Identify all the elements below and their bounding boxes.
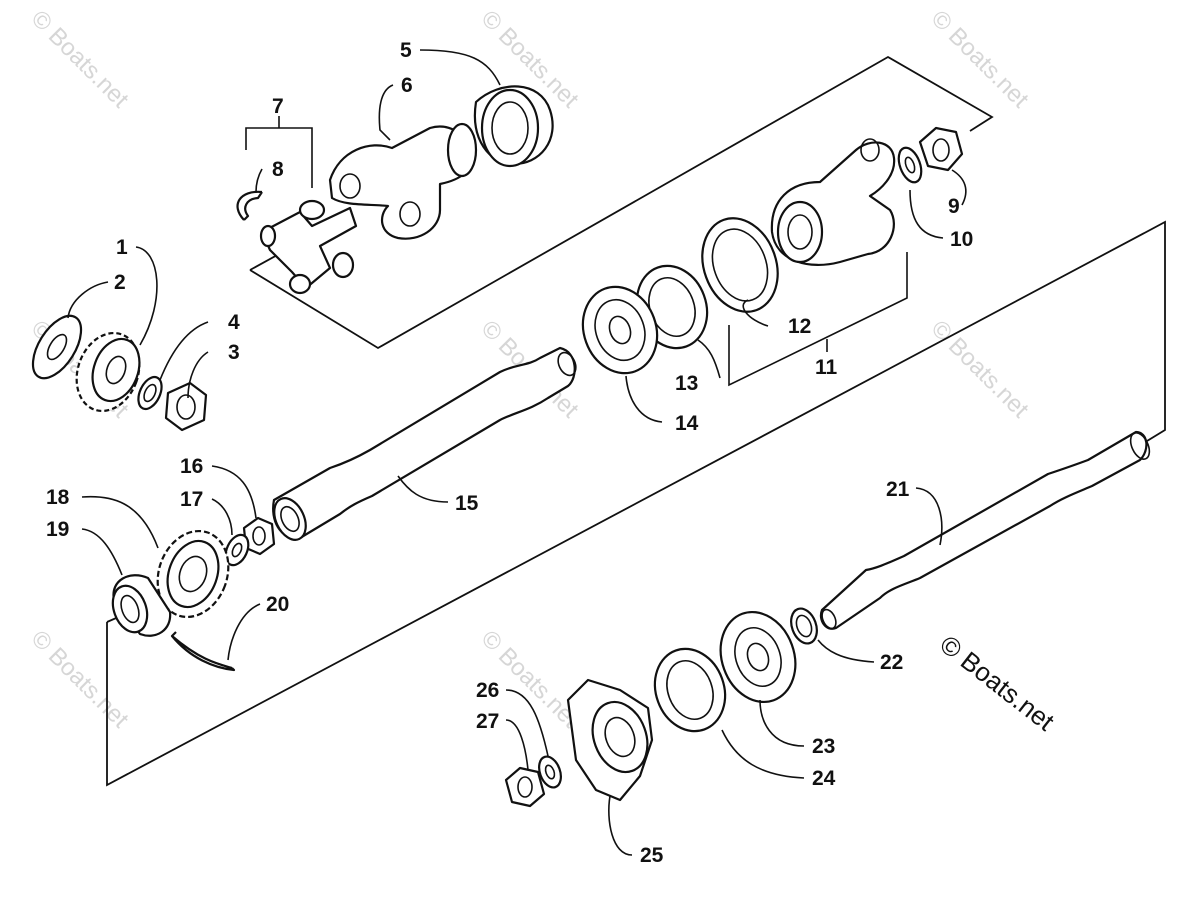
part-9-nut: [918, 126, 964, 172]
callout-24: 24: [812, 767, 836, 790]
callout-26: 26: [476, 679, 499, 702]
part-25-hub-flange: [566, 678, 654, 802]
part-14-bearing: [581, 285, 659, 375]
part-24-seal: [653, 647, 727, 733]
callout-1: 1: [116, 236, 128, 259]
callout-5: 5: [400, 39, 412, 62]
callout-6: 6: [401, 74, 413, 97]
callout-21: 21: [886, 478, 910, 501]
part-6-yoke: [328, 122, 478, 240]
callout-22: 22: [880, 651, 903, 674]
part-21-shaft: [819, 430, 1151, 630]
callout-20: 20: [266, 593, 289, 616]
group-brackets: [245, 116, 908, 387]
part-20-snap-ring: [170, 631, 236, 672]
part-10-washer: [897, 146, 923, 184]
watermark-faint: © Boats.net: [26, 5, 134, 113]
part-17-washer: [224, 533, 250, 567]
callout-12: 12: [788, 315, 811, 338]
enclosure-boxes: [106, 55, 1166, 787]
part-15-shaft: [272, 346, 577, 541]
callout-15: 15: [455, 492, 479, 515]
callout-27: 27: [476, 710, 499, 733]
part-26-washer: [538, 755, 562, 789]
part-12-seal: [701, 217, 779, 313]
watermark-faint: © Boats.net: [926, 315, 1034, 423]
callout-10: 10: [950, 228, 973, 251]
callout-2: 2: [114, 271, 126, 294]
watermark-faint: © Boats.net: [926, 5, 1034, 113]
callout-4: 4: [228, 311, 240, 334]
part-2-washer: [31, 314, 83, 380]
part-1-bevel-gear: [75, 331, 141, 413]
part-18-sprocket: [156, 529, 230, 619]
part-8-snap-ring: [236, 190, 263, 221]
callout-8: 8: [272, 158, 284, 181]
callout-16: 16: [180, 455, 203, 478]
part-22-o-ring: [790, 607, 818, 645]
callout-18: 18: [46, 486, 70, 509]
part-3-nut: [164, 381, 208, 432]
callout-labels: 1 2 3 4 5 6 7 8 9 10 11 12 13 14 15 16 1…: [46, 39, 973, 867]
part-4-washer: [137, 375, 163, 411]
upper-group-box: [249, 55, 994, 350]
lower-group-box: [106, 220, 1166, 787]
callout-3: 3: [228, 341, 240, 364]
callout-23: 23: [812, 735, 835, 758]
callout-11: 11: [815, 356, 838, 379]
leader-lines: [67, 49, 967, 856]
callout-7: 7: [272, 95, 284, 118]
watermark-faint: © Boats.net: [26, 625, 134, 733]
callout-14: 14: [675, 412, 699, 435]
callout-13: 13: [675, 372, 698, 395]
part-11-flange-yoke: [770, 138, 896, 266]
part-5-boot: [473, 85, 554, 168]
part-19-collar: [111, 574, 172, 637]
callout-9: 9: [948, 195, 960, 218]
callout-19: 19: [46, 518, 69, 541]
part-7-u-joint-cross: [259, 199, 358, 295]
bracket-11: [728, 252, 908, 387]
part-27-nut: [504, 766, 546, 808]
callout-25: 25: [640, 844, 664, 867]
callout-17: 17: [180, 488, 203, 511]
part-23-bearing: [719, 610, 797, 704]
watermark-main: © Boats.net: [934, 629, 1060, 737]
